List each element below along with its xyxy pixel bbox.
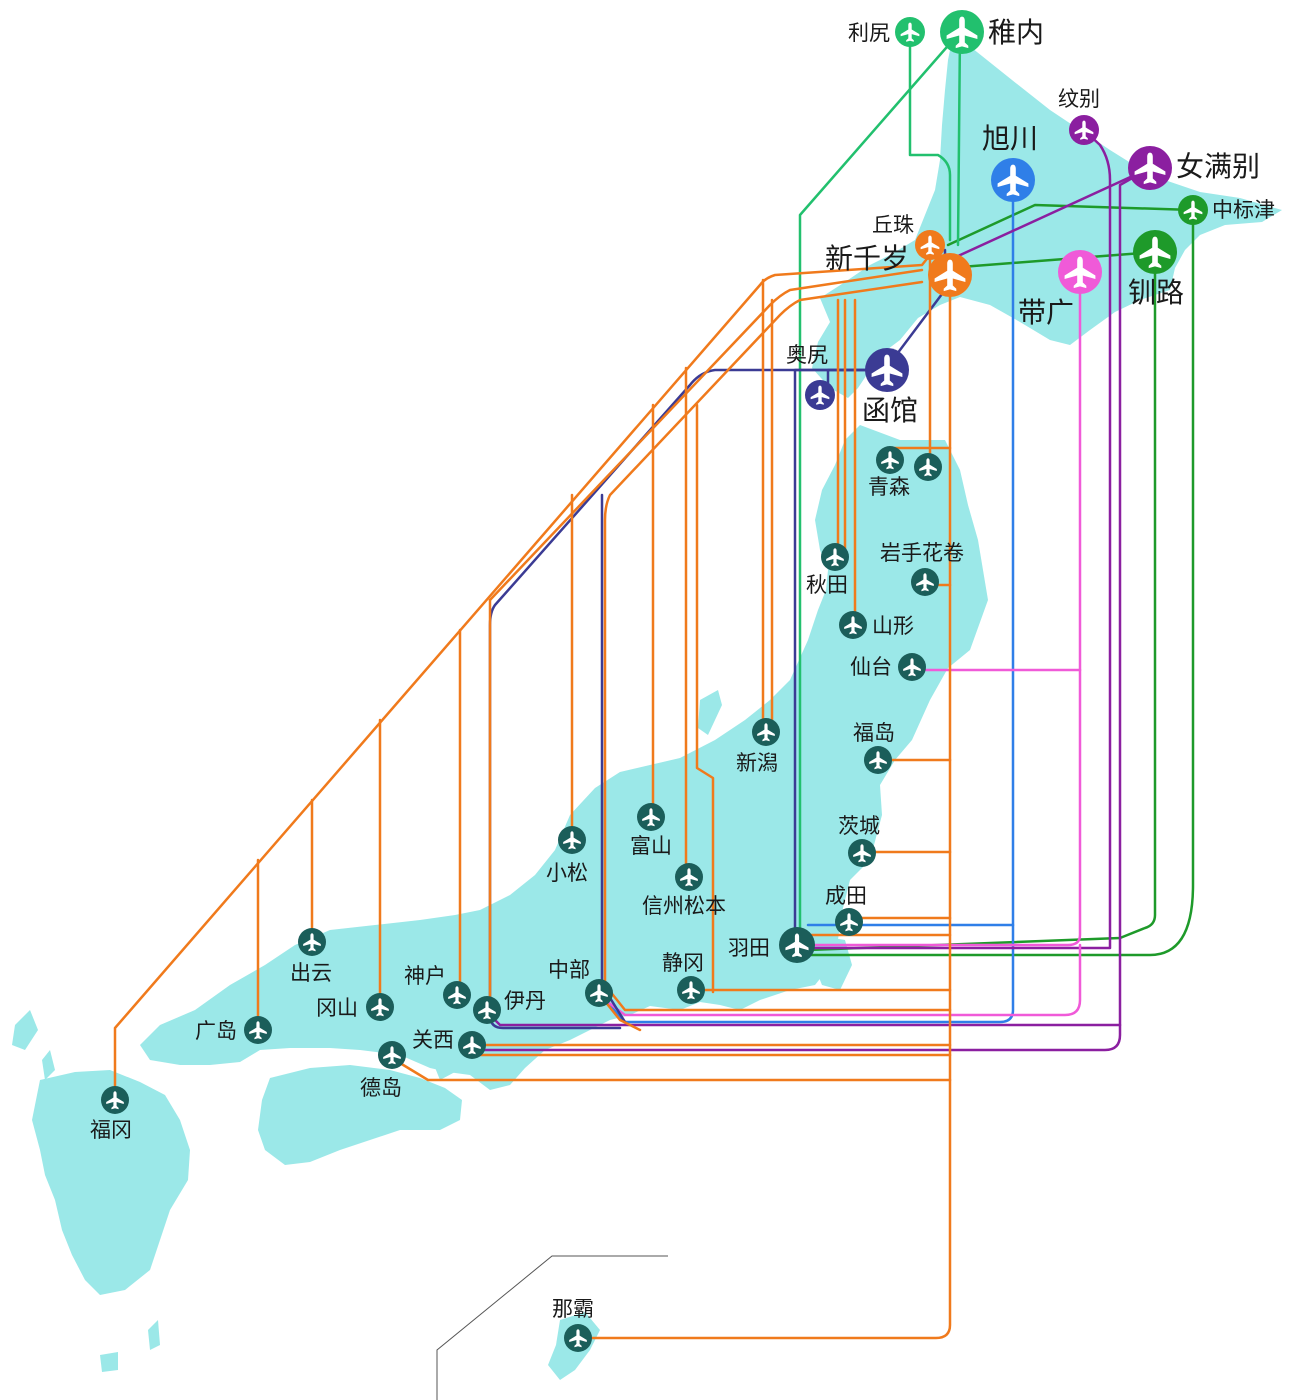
land-boso bbox=[812, 935, 852, 990]
routes-kushiro bbox=[806, 203, 1195, 957]
airport-rishiri[interactable] bbox=[895, 17, 925, 47]
label-fukushima: 福岛 bbox=[853, 721, 895, 745]
hub-wakkanai[interactable] bbox=[940, 10, 984, 54]
label-asahikawa: 旭川 bbox=[982, 122, 1038, 155]
airport-fukuoka[interactable] bbox=[101, 1086, 129, 1114]
airport-aomori-b[interactable] bbox=[914, 453, 942, 481]
hub-hakodate[interactable] bbox=[865, 348, 909, 392]
label-shizuoka: 静冈 bbox=[662, 951, 704, 975]
labels: 稚内 旭川 女满别 钏路 带广 新千岁 函馆 利尻 纹别 中标津 丘珠 奥尻 青… bbox=[90, 16, 1275, 1321]
land-yakushima bbox=[100, 1352, 118, 1372]
airport-aomori-a[interactable] bbox=[876, 446, 904, 474]
airport-okushiri[interactable] bbox=[805, 380, 835, 410]
airport-hiroshima[interactable] bbox=[244, 1016, 272, 1044]
airport-naha[interactable] bbox=[564, 1324, 592, 1352]
airport-itami[interactable] bbox=[473, 996, 501, 1024]
land-kyushu bbox=[32, 1070, 190, 1295]
airport-izumo[interactable] bbox=[298, 928, 326, 956]
hub-memanbetsu[interactable] bbox=[1128, 146, 1172, 190]
routes-new-chitose bbox=[113, 243, 952, 1340]
airport-chubu[interactable] bbox=[585, 979, 613, 1007]
label-wakkanai: 稚内 bbox=[988, 16, 1044, 49]
airport-okayama[interactable] bbox=[366, 993, 394, 1021]
airport-toyama[interactable] bbox=[637, 803, 665, 831]
hub-asahikawa[interactable] bbox=[991, 158, 1035, 202]
land-japan bbox=[12, 40, 1282, 1380]
airport-tokushima[interactable] bbox=[378, 1041, 406, 1069]
label-fukuoka: 福冈 bbox=[90, 1118, 132, 1142]
airport-yamagata[interactable] bbox=[839, 611, 867, 639]
label-okushiri: 奥尻 bbox=[786, 343, 828, 367]
airport-sendai[interactable] bbox=[898, 653, 926, 681]
label-aomori: 青森 bbox=[868, 475, 910, 499]
label-okayama: 冈山 bbox=[316, 996, 358, 1020]
airport-kobe[interactable] bbox=[443, 981, 471, 1009]
airport-ibaraki[interactable] bbox=[848, 839, 876, 867]
label-niigata: 新潟 bbox=[736, 751, 778, 775]
label-memanbetsu: 女满别 bbox=[1176, 150, 1260, 183]
label-yamagata: 山形 bbox=[872, 614, 914, 638]
label-narita: 成田 bbox=[825, 884, 867, 908]
routes-wakkanai bbox=[798, 30, 962, 942]
hub-markers bbox=[865, 10, 1177, 392]
label-monbetsu: 纹别 bbox=[1058, 87, 1100, 111]
airport-fukushima[interactable] bbox=[864, 746, 892, 774]
land-honshu bbox=[140, 425, 988, 1090]
airport-niigata[interactable] bbox=[752, 718, 780, 746]
airport-markers bbox=[101, 17, 1208, 1352]
routes-obihiro bbox=[603, 270, 1082, 1017]
airport-akita[interactable] bbox=[821, 543, 849, 571]
label-komatsu: 小松 bbox=[546, 861, 588, 885]
airport-nakashibetsu[interactable] bbox=[1178, 195, 1208, 225]
label-rishiri: 利尻 bbox=[848, 21, 890, 45]
hub-new-chitose[interactable] bbox=[928, 253, 972, 297]
land-sado bbox=[698, 690, 722, 735]
label-toyama: 富山 bbox=[630, 834, 672, 858]
label-hakodate: 函馆 bbox=[862, 394, 918, 427]
label-iwate-hanamaki: 岩手花卷 bbox=[880, 541, 964, 565]
land-tsushima bbox=[42, 1050, 55, 1080]
label-chubu: 中部 bbox=[548, 958, 590, 982]
label-kushiro: 钏路 bbox=[1128, 276, 1184, 309]
airport-iwate-hanamaki[interactable] bbox=[911, 568, 939, 596]
label-izumo: 出云 bbox=[290, 961, 332, 985]
airport-narita[interactable] bbox=[835, 908, 863, 936]
airport-monbetsu[interactable] bbox=[1069, 115, 1099, 145]
label-akita: 秋田 bbox=[806, 573, 848, 597]
label-ibaraki: 茨城 bbox=[838, 814, 880, 838]
label-new-chitose: 新千岁 bbox=[825, 242, 909, 275]
hub-obihiro[interactable] bbox=[1058, 250, 1102, 294]
airport-haneda[interactable] bbox=[779, 927, 815, 963]
airport-komatsu[interactable] bbox=[558, 826, 586, 854]
airport-matsumoto[interactable] bbox=[675, 863, 703, 891]
airport-kansai[interactable] bbox=[458, 1031, 486, 1059]
label-matsumoto: 信州松本 bbox=[642, 894, 726, 918]
hub-kushiro[interactable] bbox=[1133, 230, 1177, 274]
label-itami: 伊丹 bbox=[504, 989, 546, 1013]
land-awaji bbox=[432, 1050, 455, 1080]
okinawa-inset-frame bbox=[436, 1255, 668, 1400]
label-sendai: 仙台 bbox=[850, 655, 892, 679]
label-kansai: 关西 bbox=[412, 1028, 454, 1052]
label-nakashibetsu: 中标津 bbox=[1212, 198, 1275, 222]
land-tanegashima bbox=[148, 1320, 160, 1350]
label-tokushima: 德岛 bbox=[360, 1076, 402, 1100]
airport-okadama[interactable] bbox=[915, 230, 945, 260]
label-hiroshima: 广岛 bbox=[195, 1019, 237, 1043]
label-kobe: 神户 bbox=[404, 964, 446, 988]
label-okadama: 丘珠 bbox=[872, 213, 914, 237]
airport-shizuoka[interactable] bbox=[677, 976, 705, 1004]
label-haneda: 羽田 bbox=[728, 936, 770, 960]
land-shikoku bbox=[258, 1065, 462, 1165]
label-obihiro: 带广 bbox=[1018, 296, 1074, 329]
land-goto bbox=[12, 1010, 38, 1050]
label-naha: 那霸 bbox=[552, 1297, 594, 1321]
